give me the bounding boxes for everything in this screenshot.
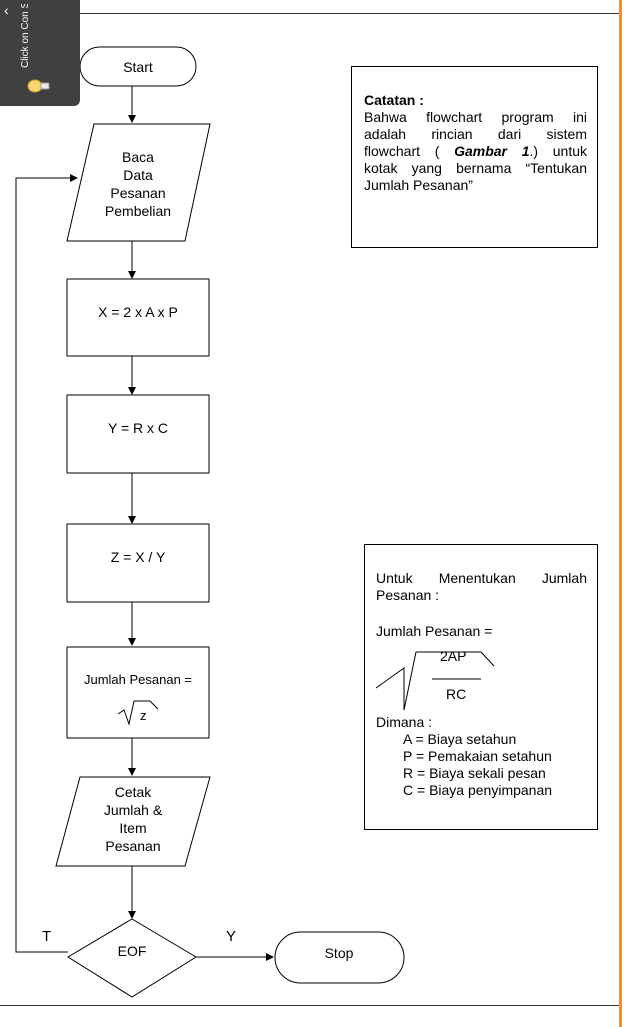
note-line-3-pre: flowchart ( (364, 143, 455, 159)
top-rule (0, 13, 620, 14)
share-to-pdf-overlay[interactable]: ‹ Click on Con Share to crea and send PD… (0, 0, 80, 106)
process-x-label: X = 2 x A x P (98, 304, 178, 320)
page-edge (619, 0, 622, 1027)
note-line-3-post: .) untuk (529, 143, 588, 159)
process-z-label: Z = X / Y (111, 549, 166, 565)
decision-diamond (67, 918, 197, 998)
note-box: Catatan : Bahwa flowchart program ini ad… (351, 66, 598, 248)
formula-numerator: 2AP (440, 648, 467, 664)
connector-loop-back (15, 174, 78, 953)
note-line-5: Jumlah Pesanan” (364, 177, 473, 193)
process-jumlah-box (66, 646, 210, 739)
chevron-left-icon[interactable]: ‹ (4, 2, 9, 18)
output-label-line-4: Pesanan (105, 838, 160, 854)
sqrt-radical-icon (376, 651, 495, 711)
note-line-1: Bahwa flowchart program ini (364, 109, 587, 125)
process-x-box (66, 278, 210, 357)
input-parallelogram (66, 123, 211, 242)
note-figure-ref: Gambar 1 (454, 143, 530, 159)
bottom-rule (0, 1005, 620, 1006)
process-jumlah-label: Jumlah Pesanan = (84, 672, 192, 687)
decision-label: EOF (118, 943, 147, 959)
formula-var-c: C = Biaya penyimpanan (403, 782, 553, 798)
formula-box: Untuk Menentukan Jumlah Pesanan : Jumlah… (364, 544, 598, 830)
formula-intro-line-1: Untuk Menentukan Jumlah (376, 570, 587, 586)
output-parallelogram (55, 776, 211, 867)
formula-var-a: A = Biaya setahun (403, 731, 517, 747)
formula-var-r: R = Biaya sekali pesan (403, 765, 546, 781)
input-label-line-2: Data (123, 167, 153, 183)
formula-variables: A = Biaya setahun P = Pemakaian setahun … (376, 731, 587, 799)
output-label-line-3: Item (119, 820, 146, 836)
stop-terminator (274, 931, 405, 984)
note-line-2: adalah rincian dari sistem (364, 126, 587, 142)
formula-where: Dimana : (376, 714, 433, 730)
lightbulb-icon[interactable] (26, 78, 52, 94)
formula-intro-line-2: Pesanan : (376, 587, 440, 603)
formula-heading: Jumlah Pesanan = (376, 623, 493, 639)
input-label-line-4: Pembelian (105, 203, 171, 219)
note-line-4: kotak yang bernama “Tentukan (364, 160, 587, 176)
note-line-3: flowchart ( Gambar 1.) untuk (364, 143, 587, 160)
stop-label: Stop (325, 945, 354, 961)
share-overlay-text: Click on Con Share to crea and send PDF (20, 4, 76, 68)
process-jumlah-root: z (140, 708, 147, 723)
output-label-line-1: Cetak (115, 784, 153, 800)
branch-label-true: T (42, 928, 51, 945)
input-label-line-1: Baca (122, 149, 154, 165)
start-label: Start (123, 59, 153, 75)
branch-label-yes: Y (226, 928, 236, 945)
formula-denominator: RC (446, 686, 467, 702)
process-y-box (66, 394, 210, 474)
process-y-label: Y = R x C (108, 420, 168, 436)
input-label-line-3: Pesanan (110, 185, 165, 201)
sqrt-symbol-icon (117, 700, 159, 726)
note-title: Catatan : (364, 92, 424, 108)
formula-var-p: P = Pemakaian setahun (403, 748, 552, 764)
output-label-line-2: Jumlah & (104, 802, 163, 818)
start-terminator (79, 46, 197, 87)
process-z-box (66, 523, 210, 603)
formula-sqrt: 2AP RC (376, 648, 587, 712)
